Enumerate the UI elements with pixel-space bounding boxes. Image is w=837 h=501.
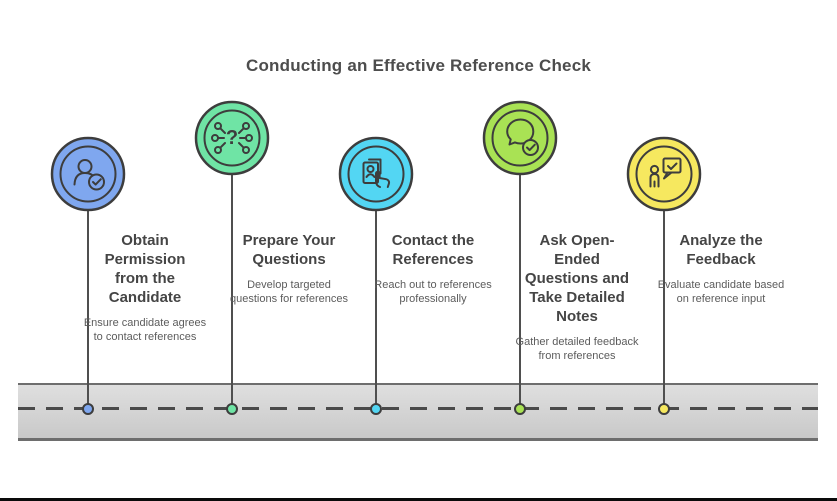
step-subtitle: Reach out to references professionally — [374, 279, 492, 305]
step-connector-line — [87, 210, 89, 409]
step-text-block: Obtain Permission from the Candidate Ens… — [70, 231, 220, 344]
step-text-block: Ask Open- Ended Questions and Take Detai… — [502, 231, 652, 363]
step-connector-line — [519, 174, 521, 409]
timeline-marker-dot — [514, 403, 526, 415]
step-subtitle: Ensure candidate agrees to contact refer… — [83, 317, 207, 343]
person-feedback-icon — [626, 136, 702, 212]
page-title: Conducting an Effective Reference Check — [245, 56, 592, 75]
step-subtitle: Evaluate candidate based on reference in… — [657, 279, 785, 305]
step-connector-line — [375, 210, 377, 409]
step-title: Analyze the Feedback — [679, 232, 763, 268]
question-network-icon: ? — [194, 100, 270, 176]
step-connector-line — [231, 174, 233, 409]
step-text-block: Analyze the Feedback Evaluate candidate … — [646, 231, 796, 306]
step-connector-line — [663, 210, 665, 409]
step-subtitle: Develop targeted questions for reference… — [229, 279, 348, 305]
step-title: Obtain Permission from the Candidate — [104, 232, 186, 306]
person-check-icon — [50, 136, 126, 212]
question-mark-glyph: ? — [226, 127, 238, 149]
timeline-road — [18, 383, 818, 441]
timeline-marker-dot — [658, 403, 670, 415]
contact-card-icon — [338, 136, 414, 212]
timeline-marker-dot — [370, 403, 382, 415]
speech-bubble-check-icon — [482, 100, 558, 176]
step-subtitle: Gather detailed feedback from references — [515, 336, 639, 362]
timeline-dashed-line — [18, 407, 818, 410]
step-title: Contact the References — [391, 232, 475, 268]
timeline-marker-dot — [226, 403, 238, 415]
step-text-block: Prepare Your Questions Develop targeted … — [214, 231, 364, 306]
step-title: Prepare Your Questions — [242, 232, 336, 268]
step-title: Ask Open- Ended Questions and Take Detai… — [524, 232, 630, 325]
timeline-marker-dot — [82, 403, 94, 415]
step-text-block: Contact the References Reach out to refe… — [358, 231, 508, 306]
